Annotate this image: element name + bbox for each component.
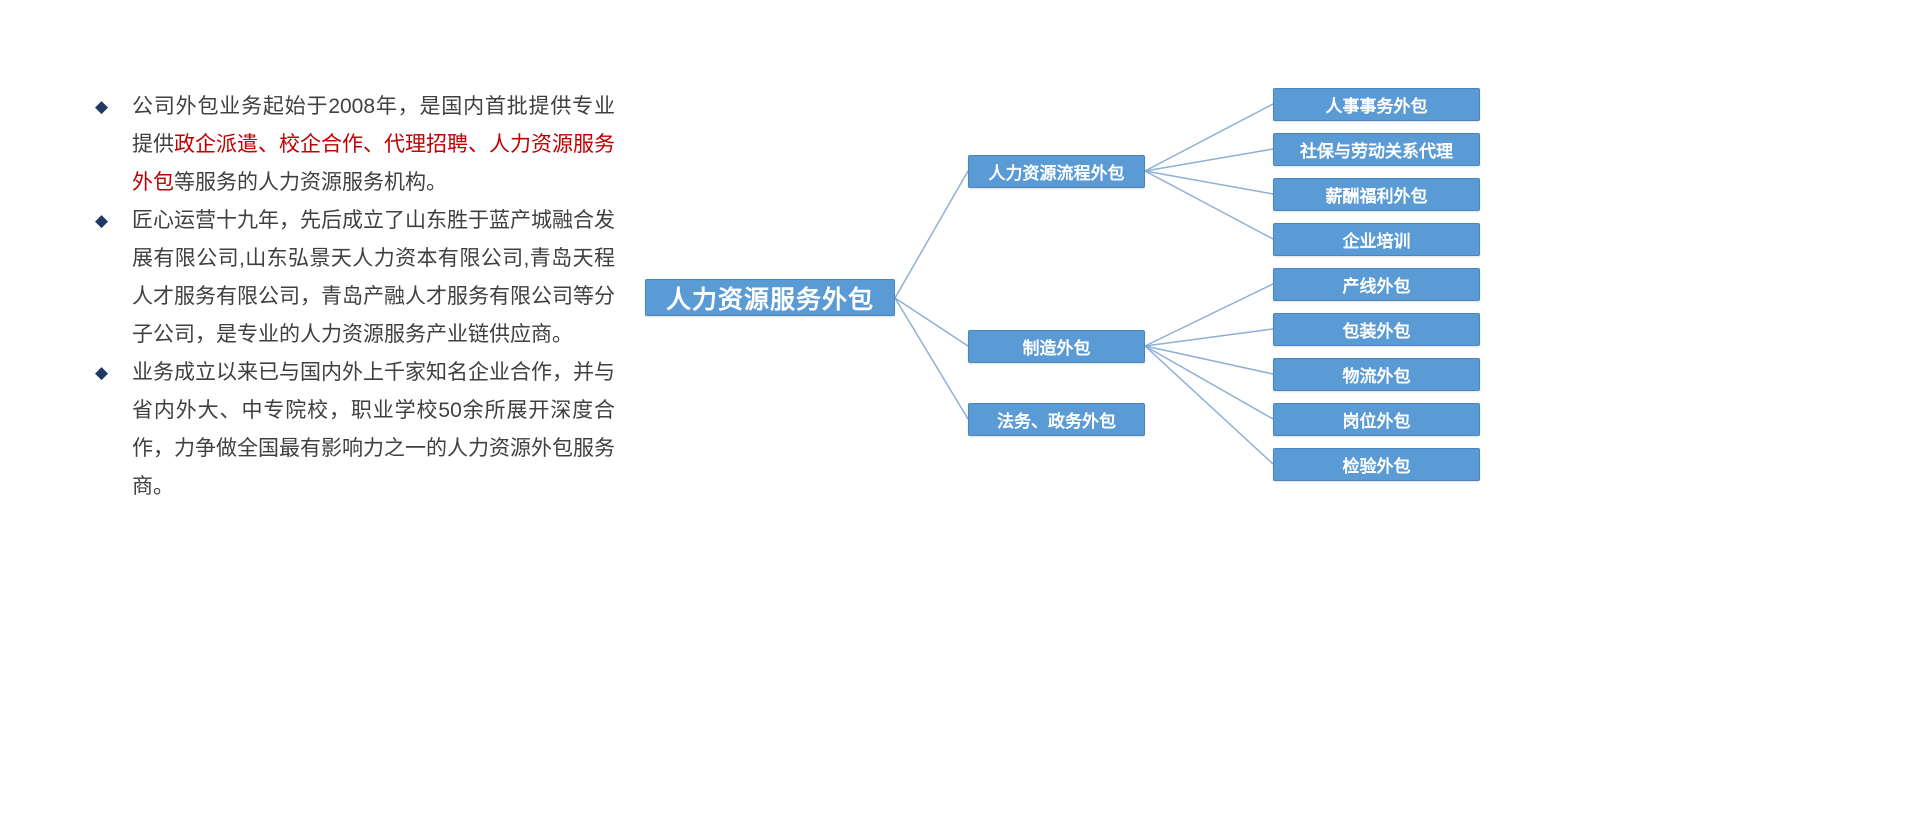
connector-line — [894, 170, 969, 299]
connector-line — [1144, 170, 1274, 240]
connector-line — [894, 297, 969, 347]
leaf-node: 产线外包 — [1273, 268, 1480, 301]
leaf-node: 岗位外包 — [1273, 403, 1480, 436]
branch-node-legal-gov: 法务、政务外包 — [968, 403, 1145, 436]
bullet-item: ◆ 业务成立以来已与国内外上千家知名企业合作，并与省内外大、中专院校，职业学校5… — [95, 354, 615, 506]
connector-line — [894, 297, 969, 420]
bullet-item: ◆ 公司外包业务起始于2008年，是国内首批提供专业提供政企派遣、校企合作、代理… — [95, 88, 615, 202]
root-node: 人力资源服务外包 — [645, 279, 895, 316]
connector-line — [1144, 345, 1274, 375]
connector-line — [1144, 170, 1274, 195]
bullet-list: ◆ 公司外包业务起始于2008年，是国内首批提供专业提供政企派遣、校企合作、代理… — [95, 88, 615, 506]
leaf-node: 检验外包 — [1273, 448, 1480, 481]
leaf-node: 薪酬福利外包 — [1273, 178, 1480, 211]
diamond-bullet-icon: ◆ — [95, 211, 109, 230]
leaf-node: 包装外包 — [1273, 313, 1480, 346]
leaf-node: 社保与劳动关系代理 — [1273, 133, 1480, 166]
leaf-node: 企业培训 — [1273, 223, 1480, 256]
bullet-text-segment-highlight: 政企派遣、校企合作、代理招聘、人力资源服务外包 — [132, 133, 615, 194]
bullet-text-segment: 匠心运营十九年，先后成立了山东胜于蓝产城融合发展有限公司,山东弘景天人力资本有限… — [132, 209, 615, 346]
branch-node-hr-process: 人力资源流程外包 — [968, 155, 1145, 188]
diamond-bullet-icon: ◆ — [95, 363, 109, 382]
connector-line — [1144, 283, 1274, 347]
connector-line — [1144, 103, 1274, 172]
leaf-node: 人事事务外包 — [1273, 88, 1480, 121]
connector-line — [1144, 345, 1274, 420]
branch-node-manufacturing: 制造外包 — [968, 330, 1145, 363]
bullet-text-segment: 等服务的人力资源服务机构。 — [174, 171, 447, 194]
bullet-text-segment: 业务成立以来已与国内外上千家知名企业合作，并与省内外大、中专院校，职业学校50余… — [132, 361, 615, 498]
bullet-item: ◆ 匠心运营十九年，先后成立了山东胜于蓝产城融合发展有限公司,山东弘景天人力资本… — [95, 202, 615, 354]
connector-line — [1144, 345, 1274, 465]
connector-line — [1144, 148, 1274, 172]
bullet-text-segment: 公司外包业务起始于2008年，是国内首批提供专业提供 — [132, 95, 615, 156]
connector-line — [1144, 328, 1274, 347]
diamond-bullet-icon: ◆ — [95, 97, 109, 116]
leaf-node: 物流外包 — [1273, 358, 1480, 391]
